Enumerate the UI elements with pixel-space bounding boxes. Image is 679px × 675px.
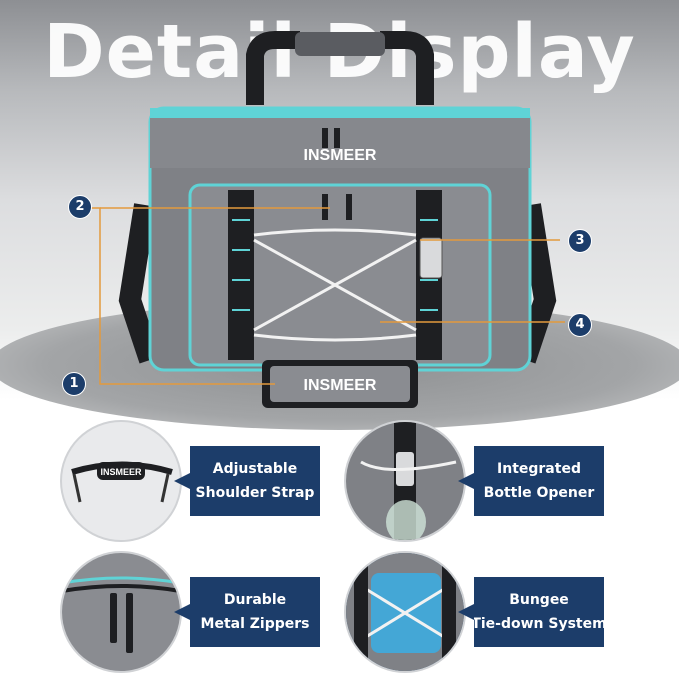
callout-number-4: 4 bbox=[568, 313, 592, 337]
feature-line-2: Metal Zippers bbox=[200, 616, 310, 632]
feature-label-panel: Integrated Bottle Opener bbox=[458, 446, 604, 516]
cooler-bag-illustration: INSMEER INSMEER bbox=[90, 31, 565, 408]
bottle-opener bbox=[419, 237, 443, 279]
callout-number-1: 1 bbox=[62, 372, 86, 396]
feature-label-panel: Bungee Tie-down System bbox=[458, 577, 607, 647]
feature-label-panel: Durable Metal Zippers bbox=[174, 577, 320, 647]
feature-line-1: Bungee bbox=[509, 592, 569, 608]
brand-pad: INSMEER bbox=[304, 377, 377, 394]
feature-line-1: Durable bbox=[223, 592, 287, 608]
callout-lines bbox=[90, 207, 565, 385]
feature-line-1: Adjustable bbox=[212, 461, 298, 477]
bungee-cords bbox=[253, 228, 417, 342]
bungee-cord-icon bbox=[346, 553, 464, 671]
shoulder-strap-left bbox=[118, 203, 161, 364]
feature-shoulder-strap: INSMEER Adjustable Shoulder Strap bbox=[62, 422, 362, 540]
lid-trim bbox=[150, 108, 530, 118]
feature-bottle-opener: Integrated Bottle Opener bbox=[346, 422, 646, 540]
feature-line-2: Bottle Opener bbox=[483, 485, 595, 501]
feature-line-1: Integrated bbox=[497, 461, 581, 477]
handle-grip bbox=[295, 32, 385, 56]
shoulder-strap-icon: INSMEER bbox=[62, 422, 180, 540]
callout-number-2: 2 bbox=[68, 195, 92, 219]
svg-text:INSMEER: INSMEER bbox=[100, 467, 142, 477]
metal-zipper-icon bbox=[62, 553, 180, 671]
feature-line-2: Tie-down System bbox=[471, 616, 607, 632]
left-webbing bbox=[228, 190, 254, 360]
brand-lid: INSMEER bbox=[304, 147, 377, 164]
right-handle bbox=[380, 31, 434, 105]
shoulder-strap-right bbox=[514, 203, 557, 364]
bottle-opener-icon bbox=[346, 422, 464, 540]
feature-line-2: Shoulder Strap bbox=[195, 485, 315, 501]
feature-label-panel: Adjustable Shoulder Strap bbox=[174, 446, 320, 516]
feature-metal-zippers: Durable Metal Zippers bbox=[62, 553, 362, 671]
left-handle bbox=[246, 31, 300, 105]
feature-bungee-system: Bungee Tie-down System bbox=[346, 553, 646, 671]
callout-number-3: 3 bbox=[568, 229, 592, 253]
